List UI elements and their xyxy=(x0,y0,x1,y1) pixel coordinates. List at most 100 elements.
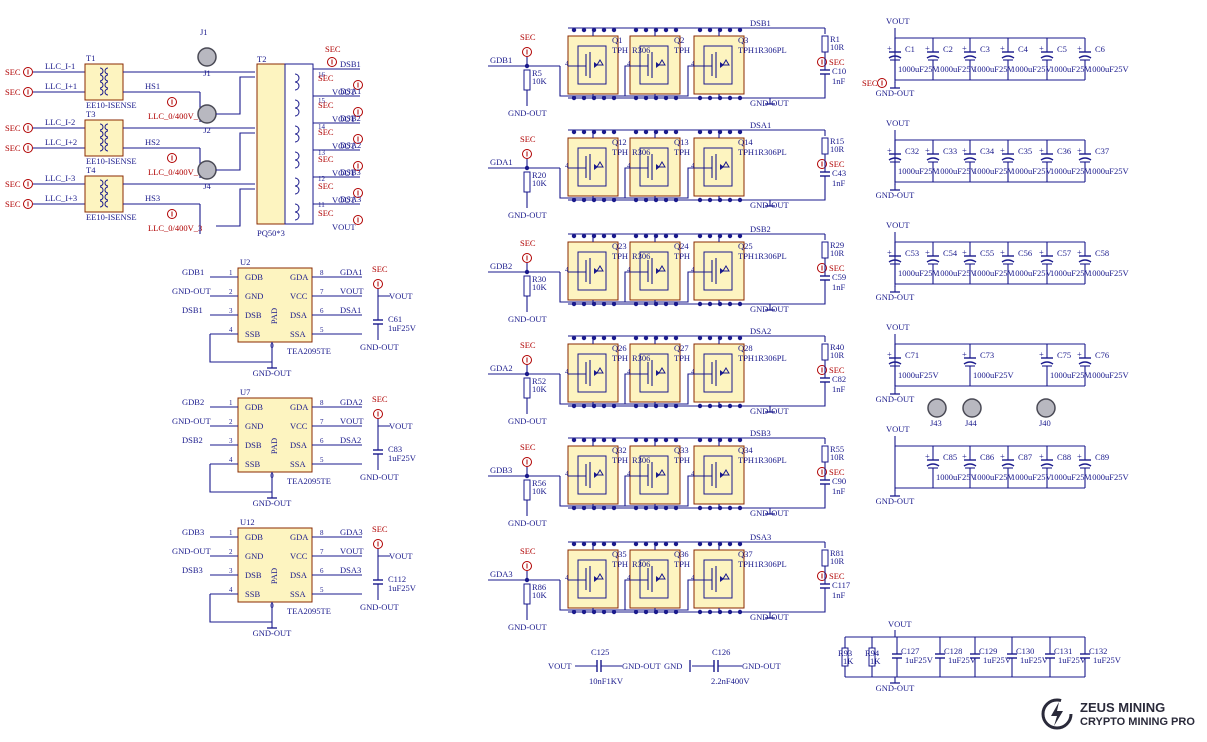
cap-value: 1000uF25V xyxy=(973,64,1014,74)
mosfet-arrow-icon xyxy=(656,164,660,170)
resistor-ref: R94 xyxy=(865,648,880,658)
mosfet-part: TPH1R306PL xyxy=(738,45,787,55)
mosfet-package xyxy=(693,35,745,95)
cap-value: 1uF25V xyxy=(1093,655,1122,665)
dsb-dsa-label: DSB2 xyxy=(340,113,361,123)
junction-dot xyxy=(571,335,577,341)
body-diode-icon xyxy=(658,469,666,476)
pin-name: DSB xyxy=(245,440,262,450)
pin-name: GDA xyxy=(290,532,309,542)
mosfet-part: TPH xyxy=(612,455,628,465)
polarity-mark: + xyxy=(925,145,930,155)
vout-label: VOUT xyxy=(548,661,572,671)
sec-label: SEC xyxy=(5,143,21,153)
resistor-icon xyxy=(523,583,531,605)
gate-net-label: GDA1 xyxy=(490,157,513,167)
cap-value: 1nF xyxy=(832,282,846,292)
junction-dot xyxy=(611,541,617,547)
pin-name: GDB xyxy=(245,402,263,412)
polarity-mark: + xyxy=(962,43,967,53)
pin-number: 1 xyxy=(229,399,233,407)
pin-number: 3 xyxy=(229,437,233,445)
junction-dot xyxy=(697,129,703,135)
vout-label: VOUT xyxy=(886,322,910,332)
net-label: GND-OUT xyxy=(172,416,212,426)
capacitor-curve xyxy=(963,157,977,161)
polarity-mark: + xyxy=(1039,145,1044,155)
net-label: DSA1 xyxy=(340,305,361,315)
mosfet-arrow-icon xyxy=(594,472,598,478)
mosfet-part: R306 xyxy=(632,45,650,55)
pin-name: DSA xyxy=(290,440,308,450)
current-sense-transformer xyxy=(84,119,124,157)
drain-net-label: DSA1 xyxy=(750,120,771,130)
mosfet-arrow-icon xyxy=(720,62,724,68)
winding xyxy=(99,130,104,138)
pin-number: 5 xyxy=(320,586,324,594)
capacitor-curve xyxy=(1040,463,1054,467)
mosfet-body xyxy=(639,559,669,599)
pin-number: 14 xyxy=(318,123,326,131)
capacitor-curve xyxy=(1001,259,1015,263)
resistor-value: 10R xyxy=(830,144,845,154)
pin-name: SSB xyxy=(245,589,260,599)
mosfet-ref: Q26 xyxy=(612,343,627,353)
body-diode-icon xyxy=(596,367,604,374)
sense-ref: T3 xyxy=(86,109,95,119)
driver-ref: U2 xyxy=(240,257,250,267)
body-diode-icon xyxy=(596,161,604,168)
junction-dot xyxy=(581,335,587,341)
body-diode-icon xyxy=(658,367,666,374)
polarity-mark: + xyxy=(925,43,930,53)
mosfet-arrow-icon xyxy=(656,472,660,478)
wire xyxy=(209,334,273,363)
resistor-icon xyxy=(523,171,531,193)
llc-label: LLC_0/400V_3 xyxy=(148,223,202,233)
gate-pin-number: 4 xyxy=(627,368,631,376)
junction-dot xyxy=(581,541,587,547)
winding xyxy=(99,81,104,89)
cap-ref: C53 xyxy=(905,248,919,258)
cap-ref: C6 xyxy=(1095,44,1105,54)
mosfet-arrow-icon xyxy=(594,370,598,376)
mosfet-arrow-icon xyxy=(594,62,598,68)
jack-ref: J1 xyxy=(200,27,208,37)
test-jack-icon xyxy=(197,47,217,67)
junction-dot xyxy=(697,27,703,33)
pin-number: 8 xyxy=(320,399,324,407)
cap-value: 1uF25V xyxy=(948,655,977,665)
gate-pin-number: 4 xyxy=(565,368,569,376)
ground-label: GND-OUT xyxy=(360,472,400,482)
junction-dot xyxy=(697,541,703,547)
junction-dot xyxy=(707,129,713,135)
winding xyxy=(104,137,109,145)
junction-dot xyxy=(643,335,649,341)
polarity-mark: + xyxy=(1039,247,1044,257)
junction-dot xyxy=(737,335,743,341)
sec-label: SEC xyxy=(5,67,21,77)
jack-ref: J2 xyxy=(203,125,211,135)
ground-label: GND-OUT xyxy=(750,304,790,314)
cap-ref: C71 xyxy=(905,350,919,360)
sec-label: SEC xyxy=(372,264,388,274)
resistor-ref: R81 xyxy=(830,548,844,558)
wire xyxy=(770,588,826,613)
mosfet-arrow-icon xyxy=(656,268,660,274)
cap-ref: C54 xyxy=(943,248,958,258)
capacitor-curve xyxy=(926,463,940,467)
junction-dot xyxy=(663,541,669,547)
junction-dot xyxy=(611,437,617,443)
driver-part: TEA2095TE xyxy=(287,476,331,486)
junction-dot xyxy=(601,437,607,443)
sec-label: SEC xyxy=(372,394,388,404)
junction-dot xyxy=(524,371,530,377)
mosfet-package xyxy=(567,343,619,403)
cap-value: 1uF25V xyxy=(388,453,417,463)
polarity-mark: + xyxy=(1039,43,1044,53)
polarity-mark: + xyxy=(1077,43,1082,53)
resistor-value: 1K xyxy=(843,656,854,666)
mosfet-part: TPH xyxy=(674,251,690,261)
polarity-mark: + xyxy=(887,349,892,359)
vout-label: VOUT xyxy=(389,421,413,431)
ground-label: GND-OUT xyxy=(876,190,916,200)
